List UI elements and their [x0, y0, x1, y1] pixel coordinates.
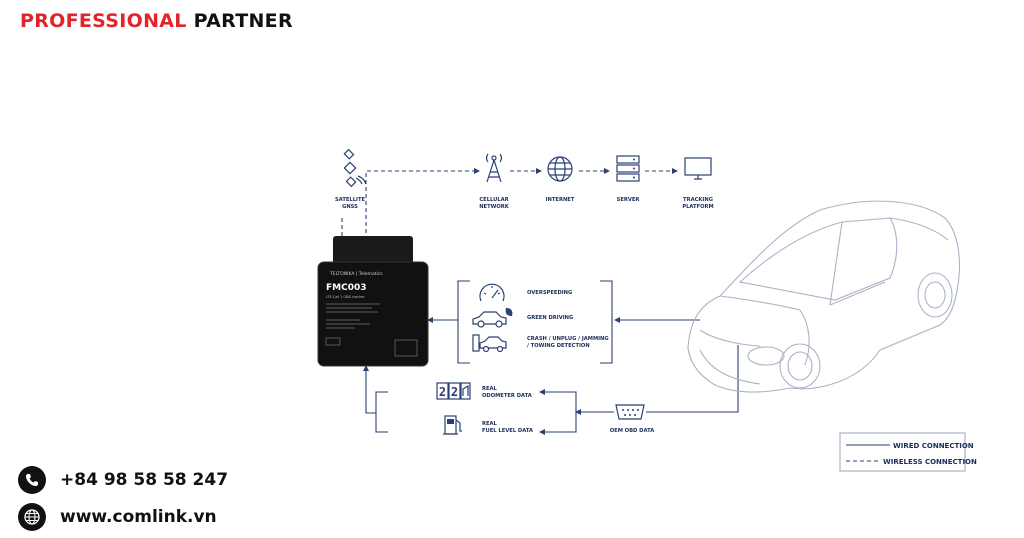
device-subtitle: LTE Cat 1 OBD tracker: [326, 295, 365, 299]
device-model: FMC003: [326, 283, 367, 293]
fuel-pump-icon: [443, 415, 462, 435]
features-bracket-right: [600, 280, 613, 364]
satellite-icon: [343, 148, 367, 188]
arrowhead-features: [427, 317, 433, 323]
odometer-icon: [436, 382, 471, 400]
cell-tower-icon: [485, 153, 503, 183]
label-cellular-2: NETWORK: [479, 204, 510, 210]
label-odometer-1: REAL: [482, 386, 498, 392]
arrowheads-data: [539, 389, 545, 435]
features-bracket-left: [457, 280, 470, 364]
odometer-digit-1: 2: [439, 385, 446, 399]
odometer-digit-2: 2: [451, 385, 458, 399]
label-internet: INTERNET: [546, 197, 575, 203]
arrowhead-obd: [575, 409, 581, 415]
label-crash-2: / TOWING DETECTION: [527, 343, 590, 349]
data-connectors: [540, 391, 565, 433]
data-bracket-right: [565, 391, 577, 433]
data-bracket-left: [375, 391, 388, 433]
label-green-driving: GREEN DRIVING: [527, 315, 573, 321]
legend-wired-label: WIRED CONNECTION: [893, 442, 974, 450]
monitor-icon: [684, 157, 712, 180]
website-link[interactable]: www.comlink.vn: [60, 507, 217, 527]
label-tracking-1: TRACKING: [683, 197, 713, 203]
label-obd: OEM OBD DATA: [610, 428, 654, 434]
label-satellite-2: GNSS: [342, 204, 358, 210]
contact-phone: +84 98 58 58 247: [18, 466, 228, 494]
tracker-device: TELTONIKA | Telematics FMC003 LTE Cat 1 …: [317, 236, 429, 367]
globe-icon: [18, 503, 46, 531]
wireless-link-device-cellular: [365, 170, 474, 240]
speedometer-icon: [479, 283, 505, 302]
brand-professional: PROFESSIONAL: [20, 10, 187, 32]
arrowhead-data-up: [363, 365, 369, 371]
label-fuel-2: FUEL LEVEL DATA: [482, 428, 533, 434]
device-brand: TELTONIKA | Telematics: [329, 271, 383, 277]
legend-wireless-label: WIRELESS CONNECTION: [883, 458, 977, 466]
label-odometer-2: ODOMETER DATA: [482, 393, 532, 399]
phone-icon: [18, 466, 46, 494]
link-device-data: [365, 366, 376, 414]
label-fuel-1: REAL: [482, 421, 498, 427]
phone-number[interactable]: +84 98 58 58 247: [60, 470, 229, 490]
server-icon: [616, 155, 640, 182]
obd-connector-icon: [615, 404, 645, 420]
contact-website: www.comlink.vn: [18, 503, 217, 531]
legend: WIRED CONNECTION WIRELESS CONNECTION: [839, 432, 977, 472]
label-crash-1: CRASH / UNPLUG / JAMMING: [527, 336, 609, 342]
label-server: SERVER: [617, 197, 640, 203]
label-cellular-1: CELLULAR: [479, 197, 508, 203]
car-leaf-icon: [472, 308, 513, 328]
crash-icon: [472, 334, 507, 353]
label-satellite-1: SATELLITE: [335, 197, 366, 203]
arrowhead-car-features: [614, 317, 620, 323]
label-overspeeding: OVERSPEEDING: [527, 290, 572, 296]
car-illustration: [687, 200, 961, 393]
brand-partner: PARTNER: [193, 10, 293, 32]
link-car-obd: [646, 345, 739, 413]
globe-icon: [547, 156, 573, 182]
brand-title: PROFESSIONAL PARTNER: [20, 10, 293, 32]
label-tracking-2: PLATFORM: [682, 204, 713, 210]
